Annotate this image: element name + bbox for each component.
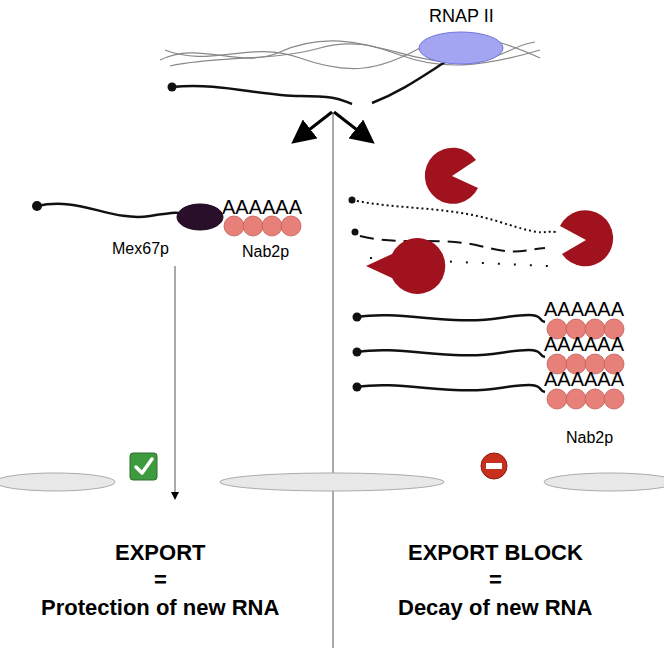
outcome-text: Protection of new RNA	[41, 596, 279, 620]
outcome-heading: EXPORT	[115, 541, 205, 565]
protein-name: Nab2p	[566, 429, 613, 447]
branch-arrows	[296, 112, 370, 140]
outcome-equals: =	[489, 568, 502, 592]
polya-tail: AAAAAA	[222, 196, 302, 218]
polya-tail: AAAAAA	[544, 368, 624, 390]
decaying-rna	[349, 197, 557, 267]
protein-name: Mex67p	[112, 240, 169, 258]
check-icon	[130, 453, 157, 480]
nab2p-beads	[224, 216, 301, 236]
nuclear-envelope	[0, 473, 664, 491]
exporter-ellipse: Mex67p	[176, 203, 224, 231]
exonucleases	[366, 148, 613, 294]
stop-icon	[481, 453, 507, 479]
polya-tail: AAAAAA	[544, 298, 624, 320]
divider-line	[333, 112, 334, 648]
polymerase-ellipse: RNAP II	[418, 31, 504, 65]
nascent-rna	[168, 50, 463, 104]
outcome-equals: =	[154, 568, 167, 592]
protein-name: Nab2p	[242, 243, 289, 261]
nab2p-beads	[547, 319, 624, 409]
export-arrow	[175, 266, 176, 498]
outcome-heading: EXPORT BLOCK	[408, 541, 583, 565]
node-outline	[418, 31, 504, 65]
node-outline	[176, 203, 224, 231]
outcome-text: Decay of new RNA	[398, 596, 592, 620]
protein-name: RNAP II	[429, 7, 494, 27]
retained-mrnas	[353, 313, 625, 410]
polya-tail: AAAAAA	[544, 333, 624, 355]
